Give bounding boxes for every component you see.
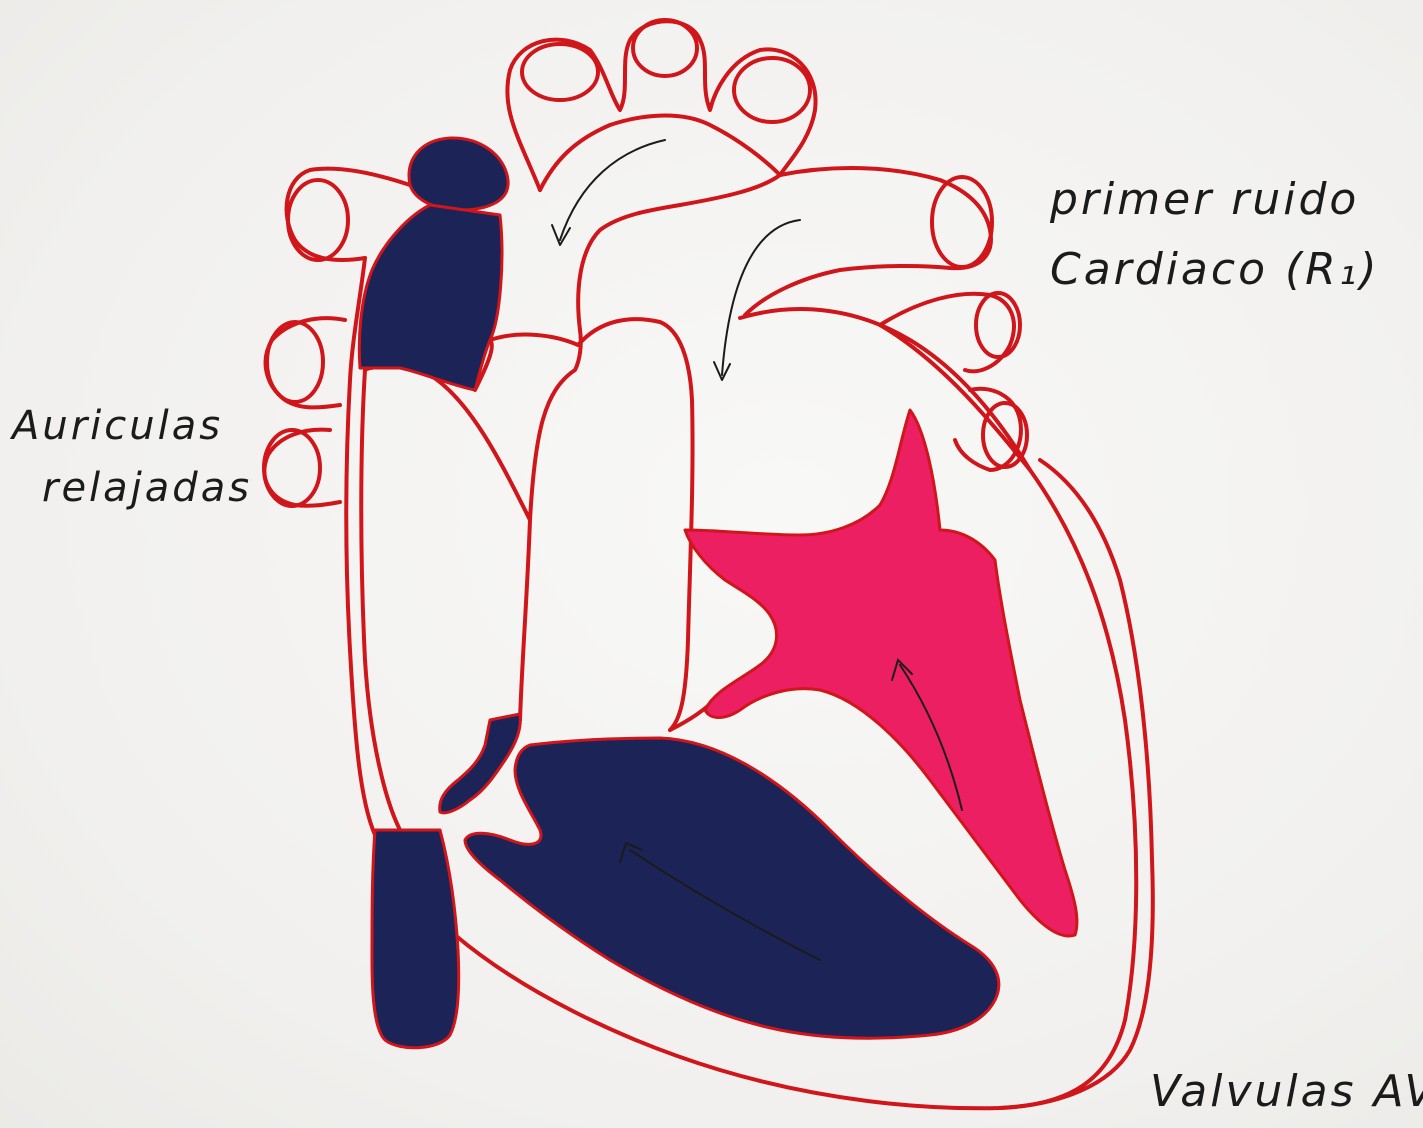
left-vessel-ring-2 (267, 322, 323, 402)
atria-line1: Auriculas (12, 395, 252, 457)
inferior-vena-cava (372, 830, 459, 1048)
aortic-branch-ring-1 (522, 44, 598, 100)
flow-arrow-pulmonary (722, 220, 800, 375)
aortic-branch-ring-3 (734, 58, 810, 122)
first-heart-sound-line2: Cardiaco (R₁) (1050, 235, 1380, 305)
left-vessel-ring-3 (264, 430, 320, 506)
aortic-trunk (578, 175, 780, 330)
interatrial-wall (475, 330, 581, 520)
flow-arrow-aorta (560, 140, 665, 240)
right-ventricle (465, 738, 999, 1038)
pulmonary-artery-right (745, 168, 991, 315)
av-valves-text: Valvulas AV (1150, 1062, 1423, 1122)
av-valves-label: Valvulas AV (1150, 1062, 1423, 1122)
tricuspid-valve (440, 714, 521, 813)
superior-vena-cava-cap (409, 138, 508, 210)
atria-relaxed-label: Auriculas relajadas (12, 395, 252, 519)
superior-vena-cava (359, 205, 502, 390)
aortic-branch-ring-2 (633, 20, 697, 76)
atria-line2: relajadas (42, 457, 252, 519)
first-heart-sound-label: primer ruido Cardiaco (R₁) (1050, 165, 1380, 305)
left-vessel-ring-1 (288, 180, 348, 260)
first-heart-sound-line1: primer ruido (1050, 165, 1380, 235)
aortic-branch-inner (540, 116, 780, 190)
